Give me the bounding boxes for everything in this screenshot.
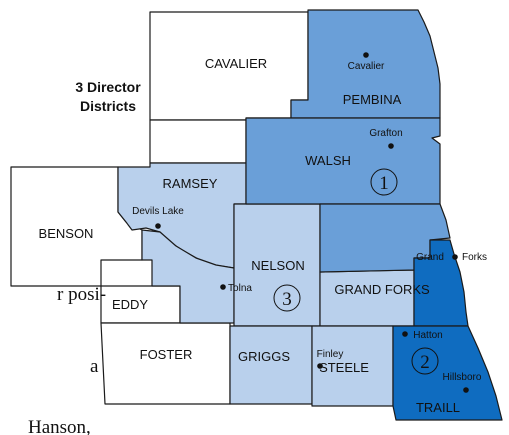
district-2-ring <box>411 347 439 375</box>
city-dot-finley <box>317 363 323 369</box>
city-dot-grafton <box>388 143 394 149</box>
label-eddy: EDDY <box>112 297 148 312</box>
city-dot-hillsboro <box>463 387 469 393</box>
city-finley: Finley <box>317 349 344 360</box>
county-upper-white <box>149 119 247 164</box>
legend-title-line1: 3 Director <box>75 79 141 95</box>
city-tolna: Tolna <box>228 283 252 294</box>
legend-title-line2: Districts <box>80 98 136 114</box>
city-dot-devils-lake <box>155 223 161 229</box>
city-dot-cavalier <box>363 52 369 58</box>
county-traill <box>392 325 503 421</box>
body-text-fragment-2: a <box>90 356 99 377</box>
city-dot-tolna <box>220 284 226 290</box>
label-nelson: NELSON <box>251 258 304 273</box>
district-3-ring <box>273 284 301 312</box>
county-pembina <box>290 9 441 119</box>
label-traill: TRAILL <box>416 400 460 415</box>
body-text-fragment-3: Hanson, <box>28 417 91 435</box>
city-hillsboro: Hillsboro <box>443 372 482 383</box>
city-grand: Grand <box>416 252 444 263</box>
city-forks: Forks <box>462 252 487 263</box>
city-cavalier: Cavalier <box>348 61 385 72</box>
county-foster <box>100 322 231 405</box>
label-foster: FOSTER <box>140 347 193 362</box>
city-dot-hatton <box>402 331 408 337</box>
district-1-number: 1 <box>379 173 389 194</box>
city-grafton: Grafton <box>369 128 402 139</box>
label-cavalier: CAVALIER <box>205 56 267 71</box>
district-2-number: 2 <box>420 352 430 373</box>
county-griggs <box>229 325 313 405</box>
city-hatton: Hatton <box>413 330 442 341</box>
body-text-fragment-1: r posi- <box>57 284 106 305</box>
city-devils-lake: Devils Lake <box>132 206 184 217</box>
county-walsh <box>245 117 441 205</box>
grand-forks-west-part <box>319 269 415 327</box>
city-dot-grand-forks <box>452 254 458 260</box>
label-steele: STEELE <box>319 360 369 375</box>
label-walsh: WALSH <box>305 153 351 168</box>
district-1-ring <box>370 168 398 196</box>
label-griggs: GRIGGS <box>238 349 290 364</box>
label-pembina: PEMBINA <box>343 92 402 107</box>
label-ramsey: RAMSEY <box>163 176 218 191</box>
grand-forks-east-part <box>413 239 469 327</box>
label-benson: BENSON <box>39 226 94 241</box>
district-3-number: 3 <box>282 289 292 310</box>
label-grand-forks: GRAND FORKS <box>334 282 430 297</box>
